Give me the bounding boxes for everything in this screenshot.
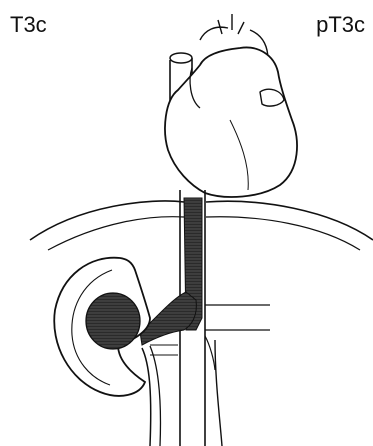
kidney-tumor (86, 293, 140, 349)
renal-artery (150, 345, 178, 355)
iliac-right-2 (205, 336, 215, 370)
diaphragm-line (30, 201, 184, 240)
right-renal-vein (205, 305, 270, 330)
ureter (142, 348, 151, 446)
diaphragm-inner (48, 217, 184, 250)
ureter-inner (150, 346, 161, 446)
diaphragm-line-right (206, 201, 373, 240)
aorta-opening (170, 53, 192, 63)
iliac-right (215, 340, 222, 446)
